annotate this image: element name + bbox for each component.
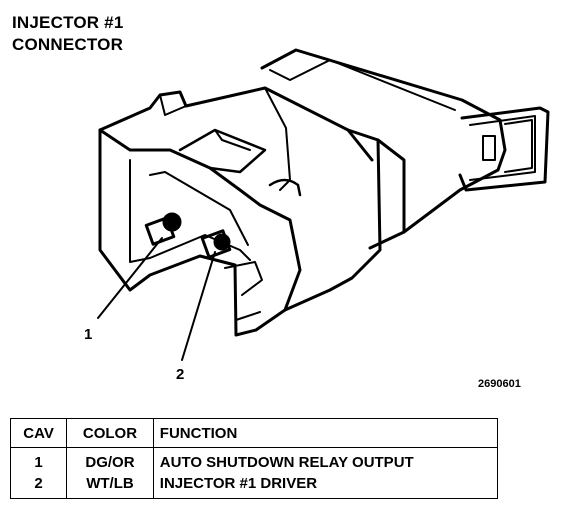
title-line-2: CONNECTOR	[12, 35, 124, 54]
title-line-1: INJECTOR #1	[12, 13, 124, 32]
callout-pin-2: 2	[176, 366, 185, 383]
rear-housing-lower	[376, 138, 406, 234]
main-body-top	[98, 86, 374, 162]
header-cav: CAV	[9, 418, 68, 448]
cell-cav: 1	[9, 447, 68, 473]
table-row: 2 WT/LB INJECTOR #1 DRIVER	[9, 473, 499, 499]
cell-color: WT/LB	[66, 473, 154, 499]
cell-function: AUTO SHUTDOWN RELAY OUTPUT	[152, 447, 499, 473]
figure-code: 2690601	[478, 378, 521, 390]
rear-latch	[458, 106, 550, 192]
cell-function: INJECTOR #1 DRIVER	[152, 473, 499, 499]
lock-tab	[268, 178, 302, 197]
front-opening	[129, 159, 251, 263]
callout-pin-1: 1	[84, 326, 93, 343]
rear-housing	[260, 48, 507, 250]
leader-line-1	[97, 237, 163, 319]
diagram-title: INJECTOR #1 CONNECTOR	[12, 12, 123, 56]
header-color: COLOR	[66, 418, 154, 448]
cell-color: DG/OR	[66, 447, 154, 473]
main-body-side	[283, 128, 382, 312]
pinout-table: CAV COLOR FUNCTION 1 DG/OR AUTO SHUTDOWN…	[9, 418, 499, 499]
table-row: 1 DG/OR AUTO SHUTDOWN RELAY OUTPUT	[9, 447, 499, 473]
pin-2-terminal	[213, 233, 231, 251]
table-header-row: CAV COLOR FUNCTION	[9, 418, 499, 448]
pin-1-terminal	[162, 212, 182, 232]
latch-slot	[482, 135, 496, 161]
front-face	[98, 128, 302, 337]
header-function: FUNCTION	[152, 418, 499, 448]
keyway	[178, 128, 267, 174]
cell-cav: 2	[9, 473, 68, 499]
leader-line-2	[181, 251, 216, 361]
